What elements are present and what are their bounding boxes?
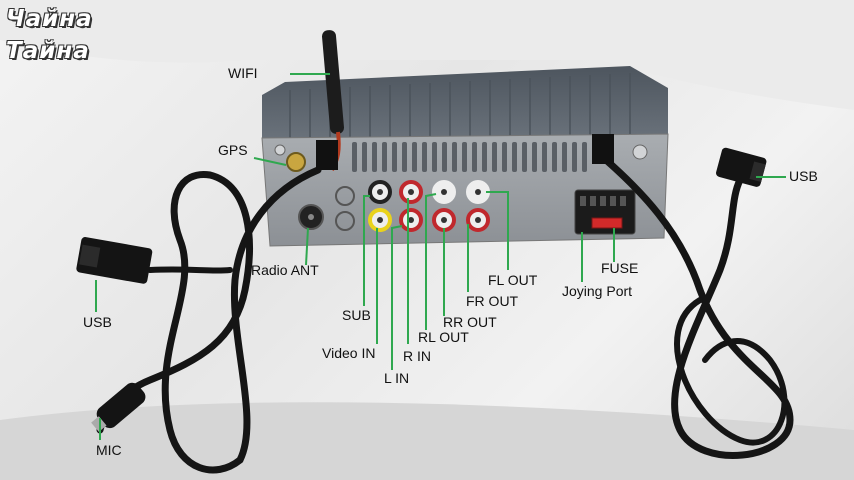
background-panel	[0, 0, 854, 110]
gps-connector	[286, 152, 306, 172]
wifi-antenna	[321, 30, 345, 134]
label-video-in: Video IN	[322, 345, 376, 361]
connector-pins	[580, 196, 626, 206]
leader-sub	[363, 195, 370, 306]
label-radio-ant: Radio ANT	[251, 262, 319, 278]
label-sub: SUB	[342, 307, 371, 323]
screw-right	[632, 144, 648, 160]
label-joying-port: Joying Port	[562, 283, 633, 299]
label-gps: GPS	[218, 142, 248, 158]
fuse	[591, 217, 623, 229]
radio-ant-pin	[308, 214, 314, 220]
left-usb-cable	[96, 166, 322, 474]
leader-gps	[253, 157, 287, 166]
watermark-line-2: Тайна	[6, 38, 90, 64]
label-fuse: FUSE	[601, 260, 639, 276]
leader-l-in	[391, 225, 403, 370]
watermark-line-1: Чайна	[6, 6, 93, 32]
leader-lines	[95, 73, 786, 440]
right-usb-cable	[602, 156, 794, 459]
leader-radio-ant	[305, 227, 309, 266]
label-rr-out: RR OUT	[443, 314, 497, 330]
label-fl-out: FL OUT	[488, 272, 538, 288]
antenna-clip-left	[316, 140, 338, 170]
blank-hole-upper	[335, 186, 355, 206]
screw-left	[274, 144, 286, 156]
mic-plug	[91, 382, 146, 432]
label-fr-out: FR OUT	[466, 293, 519, 309]
label-l-in: L IN	[384, 370, 410, 386]
label-wifi: WIFI	[228, 65, 258, 81]
background-shadow	[0, 402, 854, 480]
rear-vent-slots	[352, 142, 587, 172]
label-usb-left: USB	[83, 314, 112, 330]
unit-top-panel	[262, 66, 668, 142]
antenna-clip-right	[592, 134, 614, 164]
usb-plug-right	[716, 147, 767, 187]
label-usb-right: USB	[789, 168, 818, 184]
usb-plug-left	[76, 237, 153, 284]
leader-rl-out	[425, 193, 437, 330]
label-mic: MIC	[96, 442, 122, 458]
leader-fl-out	[486, 191, 509, 270]
cables	[96, 156, 794, 474]
blank-hole-lower	[335, 211, 355, 231]
left-usb-lead	[147, 266, 233, 274]
label-r-in: R IN	[403, 348, 431, 364]
right-cable-loop	[674, 297, 788, 446]
rca-jacks	[368, 180, 490, 232]
label-rl-out: RL OUT	[418, 329, 469, 345]
